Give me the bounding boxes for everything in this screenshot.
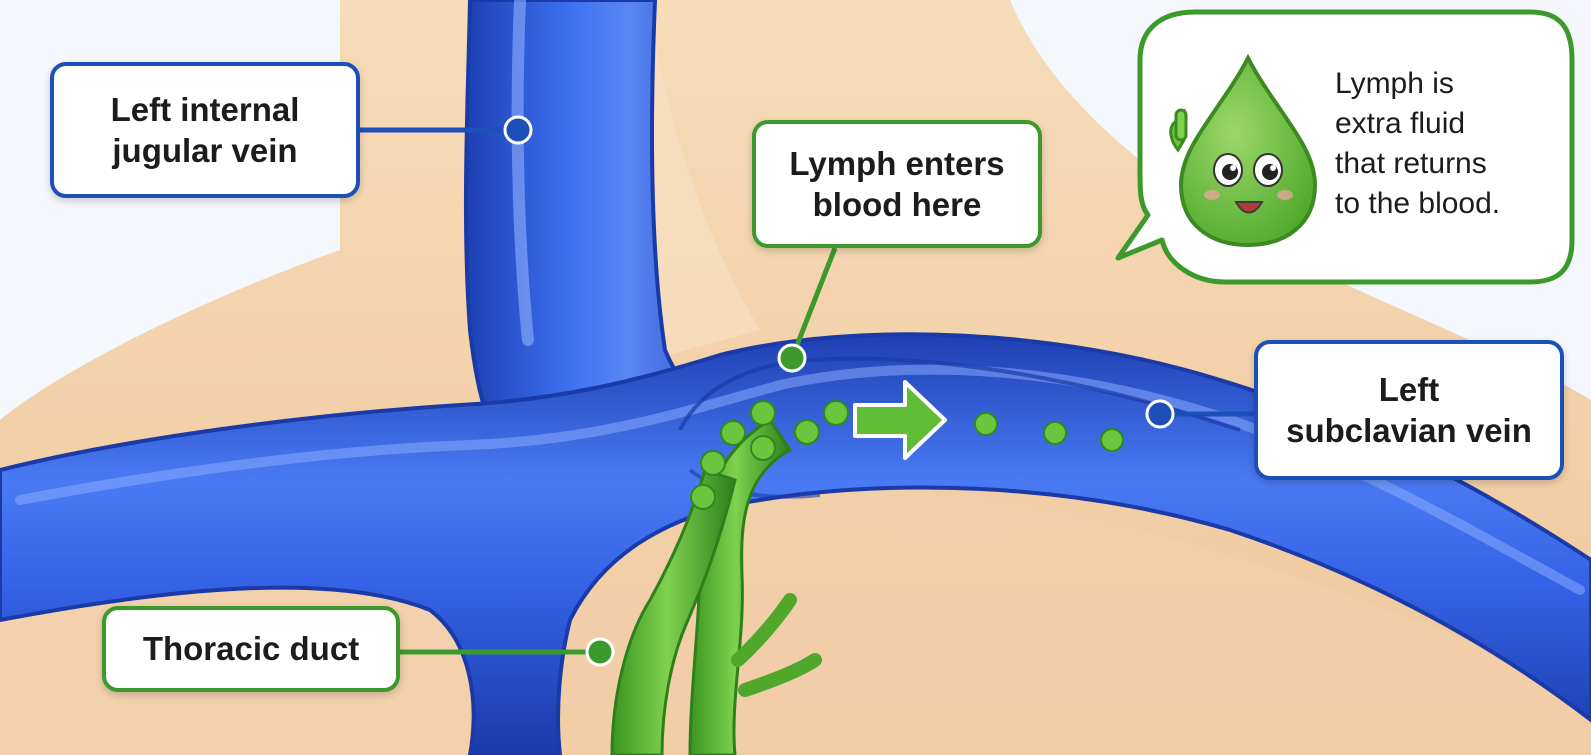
label-left-internal-jugular-vein: Left internal jugular vein xyxy=(50,62,360,198)
label-thoracic-duct: Thoracic duct xyxy=(102,606,400,692)
lymph-droplet xyxy=(795,420,819,444)
subclavian-marker xyxy=(1147,401,1173,427)
label-text: Thoracic duct xyxy=(143,628,359,669)
label-text: Left subclavian vein xyxy=(1286,369,1532,452)
lymph-droplet xyxy=(701,451,725,475)
lymph-droplet xyxy=(691,485,715,509)
lymph-droplet xyxy=(1101,429,1123,451)
label-text: Lymph enters blood here xyxy=(789,143,1004,226)
lymph-droplet xyxy=(824,401,848,425)
lymph-droplet xyxy=(751,436,775,460)
label-text: Left internal jugular vein xyxy=(111,89,300,172)
lymph-droplet xyxy=(721,421,745,445)
lymph-droplet xyxy=(975,413,997,435)
jugular-marker xyxy=(505,117,531,143)
label-lymph-enters-blood: Lymph enters blood here xyxy=(752,120,1042,248)
lymph-droplet xyxy=(1044,422,1066,444)
label-left-subclavian-vein: Left subclavian vein xyxy=(1254,340,1564,480)
lymph-droplet xyxy=(751,401,775,425)
enters-marker xyxy=(779,345,805,371)
thoracic-marker xyxy=(587,639,613,665)
speech-bubble-text: Lymph is extra fluid that returns to the… xyxy=(1335,64,1565,224)
